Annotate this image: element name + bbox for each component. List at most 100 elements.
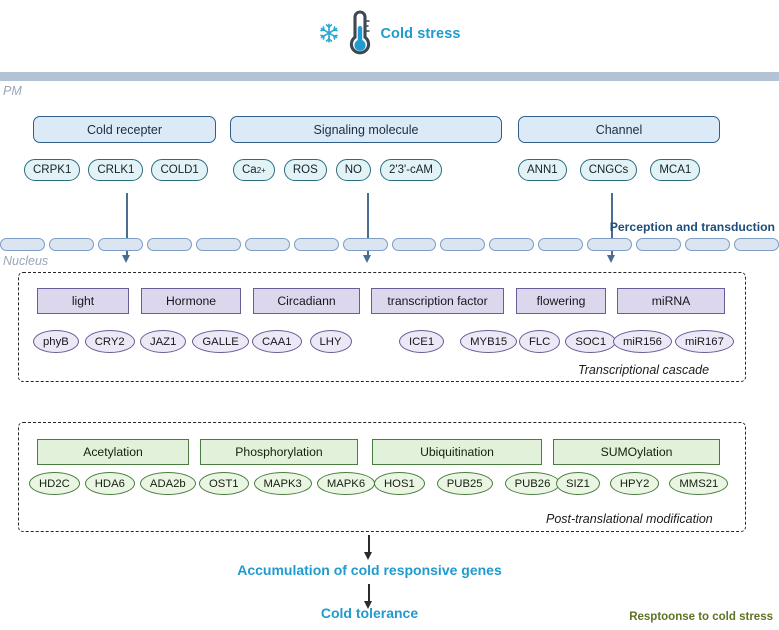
category-label: transcription factor (387, 294, 488, 308)
nuclear-pore-segment (244, 238, 290, 251)
group-header-label: Signaling molecule (313, 122, 419, 137)
acetylation-gene-row: HD2C HDA6 ADA2b (29, 472, 196, 495)
pill-hos1[interactable]: HOS1 (374, 472, 425, 495)
sumoylation-gene-row: SIZ1 HPY2 MMS21 (556, 472, 729, 495)
category-light[interactable]: light (37, 288, 129, 314)
pill-ann1[interactable]: ANN1 (518, 159, 567, 181)
pill-mapk3[interactable]: MAPK3 (253, 472, 312, 495)
cold-stress-label: Cold stress (380, 26, 461, 42)
thermometer-icon (347, 8, 373, 63)
pill-lhy[interactable]: LHY (309, 330, 352, 353)
transcriptional-cascade-caption: Transcriptional cascade (578, 363, 710, 377)
pill-myb15[interactable]: MYB15 (460, 330, 518, 353)
category-label: Phosphorylation (235, 445, 323, 459)
receptor-pill-row: CRPK1 CRLK1 COLD1 (24, 159, 208, 181)
accumulation-label: Accumulation of cold responsive genes (237, 562, 502, 578)
pill-pub26[interactable]: PUB26 (504, 472, 561, 495)
pill-ost1[interactable]: OST1 (199, 472, 249, 495)
transduction-arrow-2-head (363, 255, 371, 263)
pill-ros[interactable]: ROS (283, 159, 327, 181)
pill-crpk1[interactable]: CRPK1 (24, 159, 81, 181)
category-acetylation[interactable]: Acetylation (37, 439, 189, 465)
pill-mms21[interactable]: MMS21 (669, 472, 729, 495)
pill-crlk1[interactable]: CRLK1 (88, 159, 144, 181)
pill-mca1[interactable]: MCA1 (650, 159, 701, 181)
category-phosphorylation[interactable]: Phosphorylation (200, 439, 358, 465)
pill-ice1[interactable]: ICE1 (399, 330, 445, 353)
nuclear-pore-segment (440, 238, 486, 251)
nuclear-pore-segment (293, 238, 339, 251)
pill-jaz1[interactable]: JAZ1 (140, 330, 187, 353)
transduction-arrow-1-head (122, 255, 130, 263)
nuclear-pore-segment (195, 238, 241, 251)
outcome-arrow-2-line (368, 584, 370, 603)
pill-cold1[interactable]: COLD1 (151, 159, 208, 181)
group-header-label: Cold recepter (86, 122, 163, 137)
perception-and-transduction-label: Perception and transduction (609, 220, 775, 234)
response-to-cold-stress-label: Resptoonse to cold stress (629, 611, 773, 623)
post-translational-container (18, 422, 746, 532)
category-circadian[interactable]: Circadiann (253, 288, 360, 314)
channel-pill-row: ANN1 CNGCs MCA1 (518, 159, 701, 181)
pill-caa1[interactable]: CAA1 (252, 330, 302, 353)
snowflake-icon (318, 22, 340, 49)
pill-galle[interactable]: GALLE (192, 330, 249, 353)
pill-mir167[interactable]: miR167 (674, 330, 734, 353)
pill-mir156[interactable]: miR156 (613, 330, 672, 353)
pill-phyb[interactable]: phyB (33, 330, 79, 353)
category-label: SUMOylation (600, 445, 673, 459)
hormone-gene-row: JAZ1 GALLE (140, 330, 249, 353)
nuclear-pore-segment (538, 238, 584, 251)
nuclear-pore-segment (391, 238, 437, 251)
category-flowering[interactable]: flowering (516, 288, 606, 314)
pill-mapk6[interactable]: MAPK6 (316, 472, 376, 495)
category-transcription-factor[interactable]: transcription factor (371, 288, 504, 314)
nuclear-pore-segment (48, 238, 94, 251)
category-label: Circadiann (277, 294, 336, 308)
category-label: Ubiquitination (420, 445, 494, 459)
pill-hpy2[interactable]: HPY2 (609, 472, 660, 495)
nuclear-pore-segment (146, 238, 192, 251)
nuclear-pore-segment (587, 238, 633, 251)
outcome-arrow-1-line (368, 535, 370, 554)
pill-ada2b[interactable]: ADA2b (139, 472, 196, 495)
nuclear-pore-segment (636, 238, 682, 251)
phosphorylation-gene-row: OST1 MAPK3 MAPK6 (199, 472, 376, 495)
group-header-cold-receptor[interactable]: Cold recepter (33, 116, 216, 143)
flowering-gene-row: FLC SOC1 (519, 330, 617, 353)
mirna-gene-row: miR156 miR167 (613, 330, 734, 353)
tf-gene-row: ICE1 MYB15 (399, 330, 518, 353)
category-ubiquitination[interactable]: Ubiquitination (372, 439, 542, 465)
pill-siz1[interactable]: SIZ1 (556, 472, 600, 495)
pill-flc[interactable]: FLC (519, 330, 561, 353)
category-mirna[interactable]: miRNA (617, 288, 725, 314)
nucleus-label: Nucleus (3, 254, 49, 268)
nuclear-envelope (0, 238, 779, 251)
pill-pub25[interactable]: PUB25 (436, 472, 493, 495)
pill-hd2c[interactable]: HD2C (29, 472, 80, 495)
pill-hda6[interactable]: HDA6 (84, 472, 135, 495)
pill-soc1[interactable]: SOC1 (565, 330, 617, 353)
nuclear-pore-segment (0, 238, 45, 251)
group-header-channel[interactable]: Channel (518, 116, 720, 143)
group-header-signaling-molecule[interactable]: Signaling molecule (230, 116, 502, 143)
ubiquitination-gene-row: HOS1 PUB25 PUB26 (374, 472, 561, 495)
category-label: flowering (536, 294, 586, 308)
nuclear-pore-segment (97, 238, 143, 251)
category-sumoylation[interactable]: SUMOylation (553, 439, 720, 465)
transduction-arrow-3-line (611, 193, 613, 257)
outcome-arrow-2-head (364, 601, 372, 609)
pill-23camp[interactable]: 2'3'-cAM (380, 159, 443, 181)
pill-no[interactable]: NO (335, 159, 371, 181)
plasma-membrane-bar (0, 72, 779, 81)
category-label: Hormone (165, 294, 217, 308)
pill-cry2[interactable]: CRY2 (84, 330, 135, 353)
category-hormone[interactable]: Hormone (141, 288, 241, 314)
pill-cngcs[interactable]: CNGCs (579, 159, 638, 181)
nuclear-pore-segment (734, 238, 779, 251)
pm-label: PM (3, 84, 22, 98)
nuclear-pore-segment (342, 238, 388, 251)
